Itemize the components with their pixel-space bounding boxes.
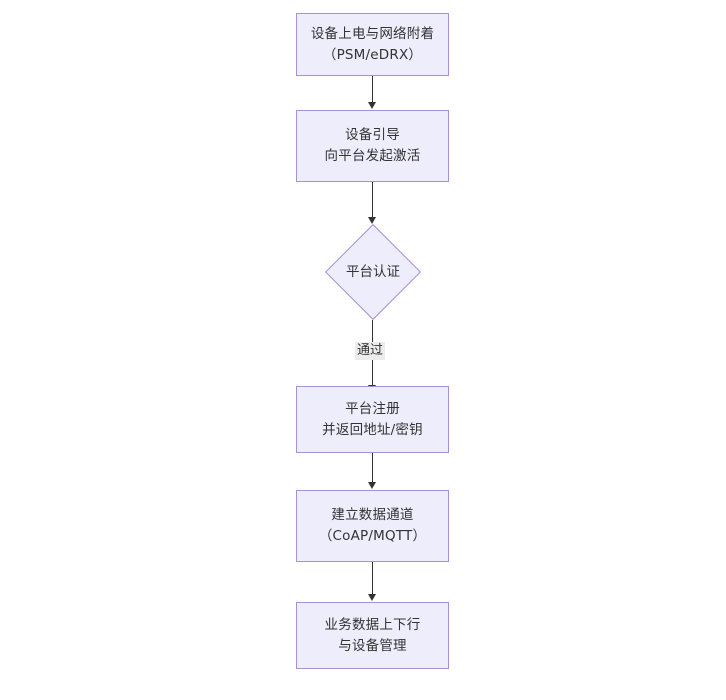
flow-node-data-channel[interactable]: 建立数据通道 （CoAP/MQTT） [296, 490, 449, 562]
node-line: 平台注册 [345, 400, 400, 417]
node-line: （PSM/eDRX） [322, 46, 423, 63]
node-line: 设备引导 [345, 127, 400, 143]
node-line: 平台认证 [346, 263, 400, 280]
flow-node-business-data[interactable]: 业务数据上下行 与设备管理 [296, 602, 449, 669]
node-line: 建立数据通道 [331, 507, 414, 523]
arrow-head-icon [368, 217, 376, 224]
node-line: （CoAP/MQTT） [318, 528, 427, 544]
flow-edge-n4-n5 [372, 453, 373, 483]
arrow-head-icon [368, 482, 376, 489]
node-line: 设备上电与网络附着 [310, 25, 435, 42]
node-line: 并返回地址/密钥 [322, 421, 423, 438]
node-line: 业务数据上下行 [324, 616, 421, 633]
flow-edge-n2-n3 [372, 182, 373, 218]
flow-node-platform-auth-decision[interactable]: 平台认证 [324, 223, 422, 321]
arrow-head-icon [368, 594, 376, 601]
flow-node-device-power-on[interactable]: 设备上电与网络附着 （PSM/eDRX） [296, 13, 449, 76]
node-line: 与设备管理 [338, 637, 407, 654]
node-line: 向平台发起激活 [324, 148, 421, 164]
flow-edge-n5-n6 [372, 562, 373, 595]
flow-node-platform-register[interactable]: 平台注册 并返回地址/密钥 [296, 386, 449, 453]
arrow-head-icon [368, 102, 376, 109]
flow-edge-label-pass: 通过 [355, 342, 386, 360]
flow-node-device-bootstrap[interactable]: 设备引导 向平台发起激活 [296, 110, 449, 182]
flow-edge-n1-n2 [372, 76, 373, 103]
